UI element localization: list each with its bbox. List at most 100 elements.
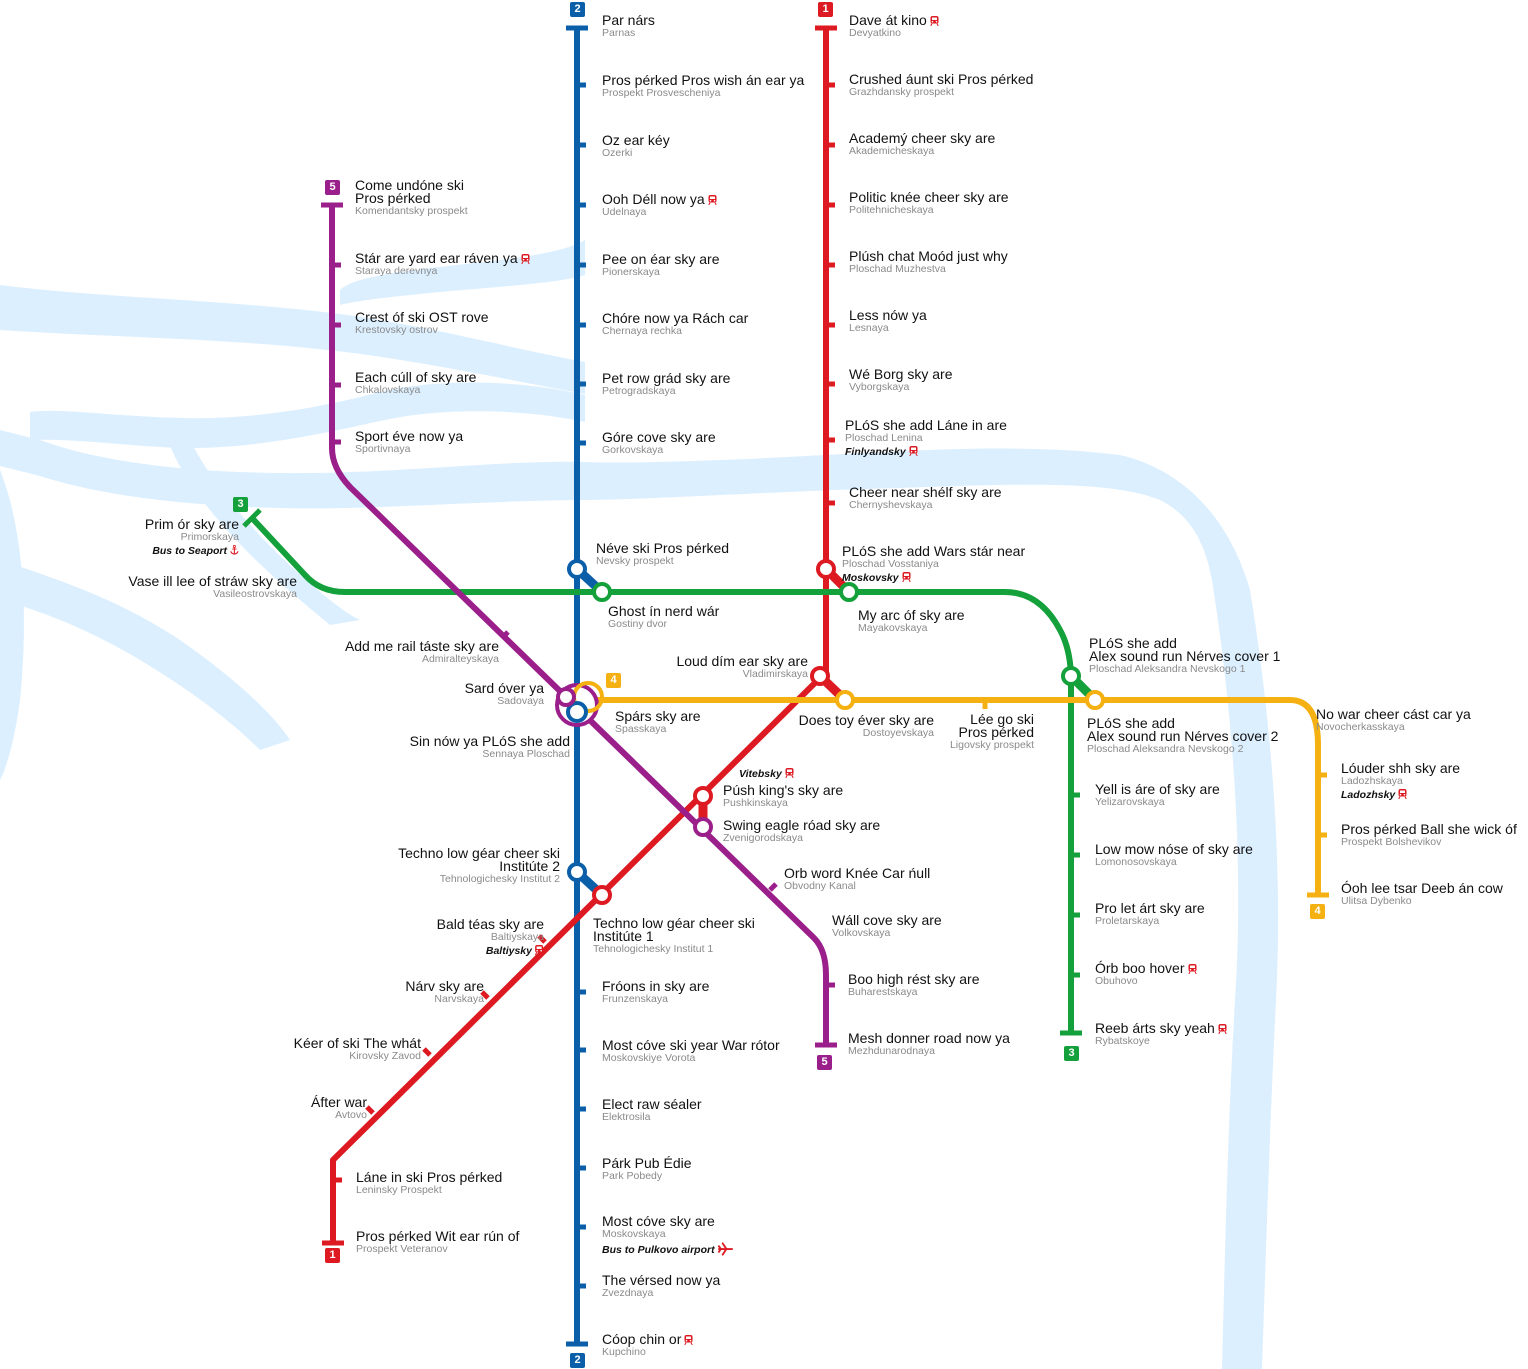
station-latin-name: Proletarskaya — [1095, 915, 1160, 927]
station-name: Pros pérked Ball she wick óf — [1341, 821, 1517, 837]
station-latin-name: Chkalovskaya — [355, 384, 421, 396]
station-name: Crest óf ski OST rove — [355, 309, 489, 325]
station-latin-name: Krestovsky ostrov — [355, 324, 438, 336]
line5-badge: 5 — [325, 180, 340, 195]
station-latin-name: Petrogradskaya — [602, 385, 676, 397]
station-name: Orb word Knée Car ńull — [784, 865, 931, 881]
station-latin-name: Ligovsky prospekt — [949, 739, 1034, 751]
transfer-label: Bus to Seaport — [152, 545, 227, 557]
station-latin-name: Spasskaya — [615, 723, 667, 735]
station-latin-name: Sennaya Ploschad — [482, 748, 570, 760]
airplane-icon — [717, 1242, 733, 1256]
station-latin-name: Rybatskoye — [1095, 1035, 1150, 1047]
station-name: Low mow nóse of sky are — [1095, 841, 1253, 857]
station-latin-name: Ploschad Aleksandra Nevskogo 2 — [1087, 743, 1244, 755]
station-name: Yell is áre of sky are — [1095, 781, 1220, 797]
terminal-cap-4 — [242, 508, 262, 528]
station-latin-name: Zvezdnaya — [602, 1287, 654, 1299]
station-tick-37 — [768, 882, 778, 892]
line3-badge: 3 — [233, 497, 248, 512]
river-neva-main — [585, 448, 1279, 1369]
train-icon — [535, 945, 544, 955]
station-latin-name: Ulitsa Dybenko — [1341, 895, 1412, 907]
station-latin-name: Tehnologichesky Institut 1 — [593, 943, 714, 955]
station-name: Púsh king's sky are — [723, 782, 844, 798]
station-latin-name: Kirovsky Zavod — [349, 1050, 421, 1062]
station-latin-name: Ozerki — [602, 147, 633, 159]
station-name: Wé Borg sky are — [849, 366, 953, 382]
train-icon — [909, 446, 918, 456]
station-ticks — [242, 25, 1329, 1347]
